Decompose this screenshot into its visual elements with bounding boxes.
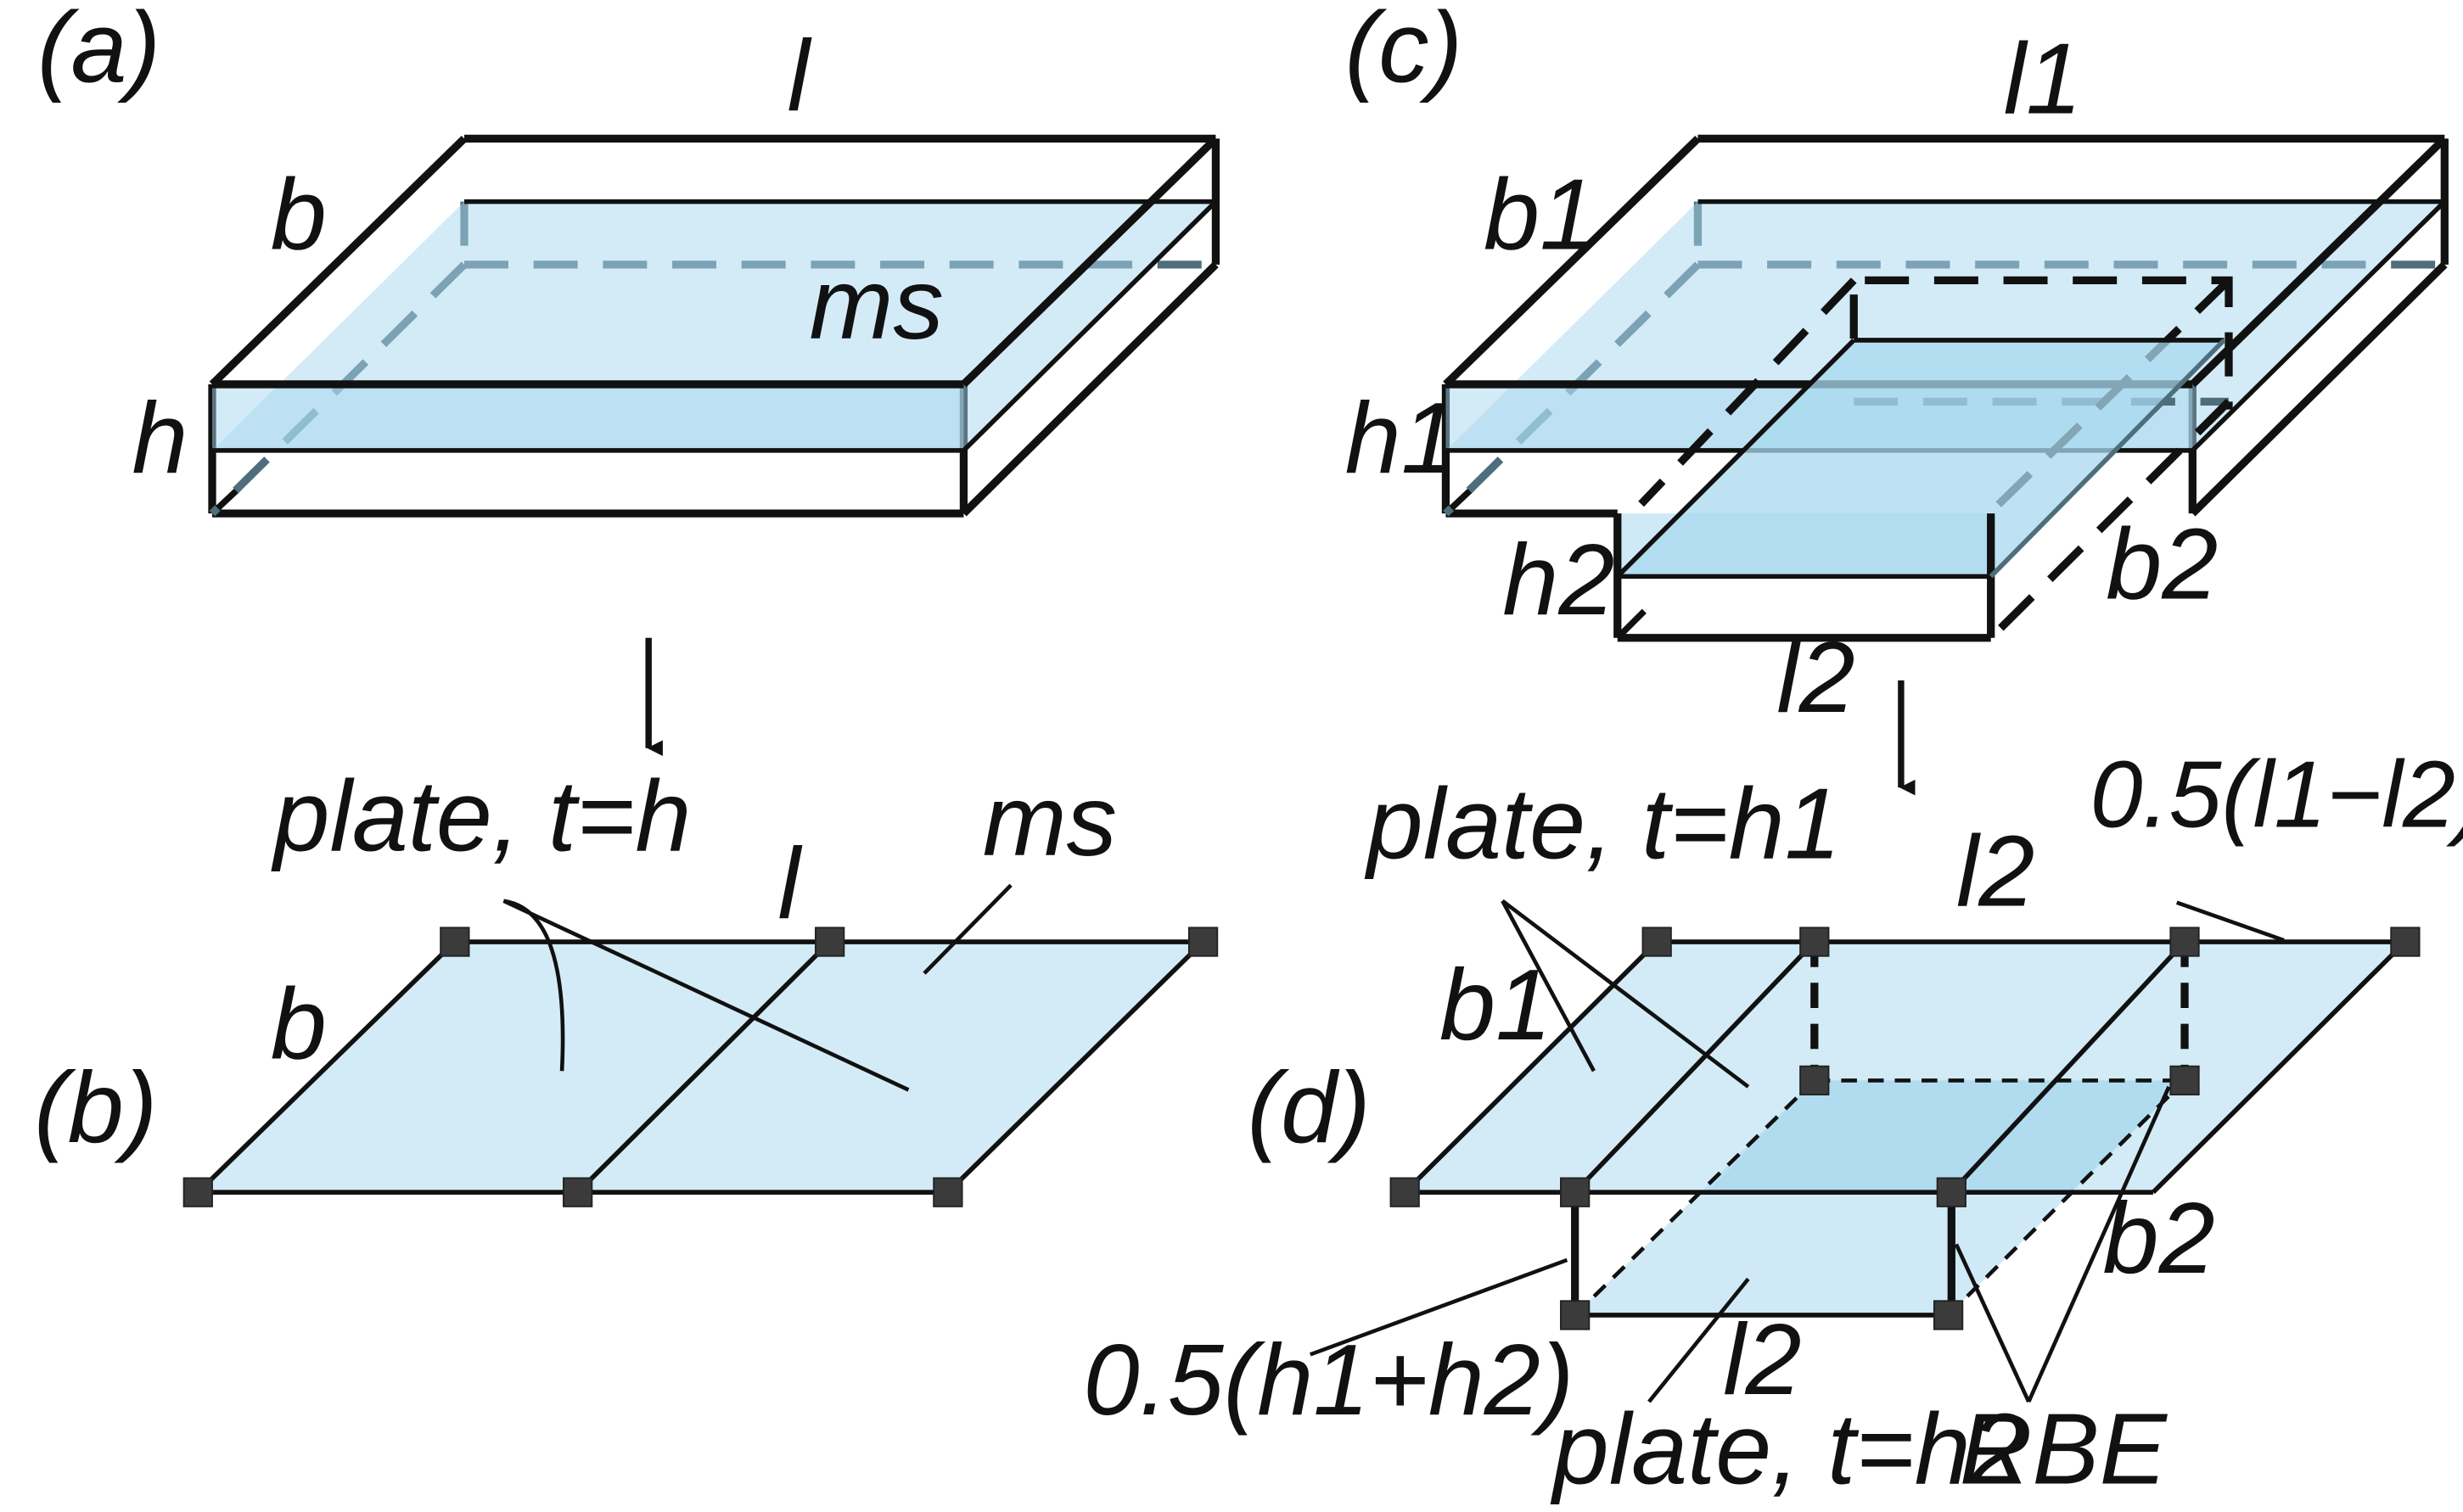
- nodes-b: [182, 927, 1219, 1207]
- width2-label-c: b2: [2106, 507, 2218, 620]
- node: [933, 1177, 963, 1207]
- height1-label-c: h1: [1345, 382, 1457, 495]
- width2-label-d: b2: [2103, 1182, 2215, 1295]
- midsurface-edges-a: [212, 199, 1218, 453]
- rbe-label-d: RBE: [1960, 1393, 2168, 1506]
- width-label-a: b: [271, 158, 327, 271]
- node: [2169, 927, 2200, 957]
- nodes-d: [1389, 927, 2421, 1330]
- node: [1389, 1177, 1420, 1207]
- node: [563, 1177, 593, 1207]
- plate1-label-d: plate, t=h1: [1365, 768, 1841, 881]
- width-label-b: b: [271, 967, 327, 1080]
- node: [1933, 1300, 1964, 1330]
- mesh-line-b: [575, 940, 832, 1195]
- node: [1560, 1177, 1591, 1207]
- rbe-links-hidden-d: [1810, 942, 2189, 1081]
- height-label-a: h: [132, 382, 188, 495]
- length2-bottom-label-d: l2: [1723, 1303, 1801, 1416]
- plate-edges-d: [1403, 939, 2407, 1318]
- length2-top-label-d: l2: [1956, 815, 2034, 927]
- leader-lines-d: [1310, 899, 2285, 1403]
- node: [440, 927, 470, 957]
- offset-label-d: 0.5(l1−l2): [2090, 742, 2463, 848]
- overlap-region-d: [1707, 1080, 2185, 1193]
- rbe-links-d: [1571, 1192, 1955, 1315]
- node: [1187, 927, 1219, 957]
- box-c-lower: [1613, 338, 2226, 642]
- node: [1641, 927, 1672, 957]
- panel-a-tag: (a): [37, 0, 160, 104]
- midsurface-front-a: [212, 384, 964, 451]
- node: [2390, 927, 2421, 957]
- length2-label-c: l2: [1776, 621, 1854, 734]
- leader-lines-b: [502, 883, 1013, 1092]
- node: [1936, 1177, 1966, 1207]
- panel-b-tag: (b): [34, 1051, 157, 1164]
- midsurface-front-c-lower: [1617, 513, 1991, 577]
- panel-a: (a) l b h ms: [37, 0, 1220, 518]
- node: [2169, 1065, 2200, 1096]
- rbe-length-label-d: 0.5(h1+h2): [1084, 1324, 1574, 1436]
- midsurface-label-a: ms: [810, 248, 944, 361]
- panel-d-tag: (d): [1248, 1051, 1371, 1164]
- hidden-edges-d: [1574, 1078, 2186, 1317]
- plate-shell-d-upper: [1405, 942, 2405, 1193]
- node: [815, 927, 845, 957]
- plate2-label-d: plate, t=h2: [1551, 1393, 2027, 1506]
- panel-c-tag: (c): [1345, 0, 1463, 104]
- length-label-a: l: [788, 20, 813, 132]
- length-label-b: l: [777, 827, 803, 940]
- length1-label-c: l1: [2004, 23, 2082, 136]
- width1-label-d: b1: [1439, 949, 1551, 1061]
- node: [182, 1177, 213, 1207]
- panel-b: (b) plate, t=h l b ms: [34, 759, 1219, 1207]
- width1-label-c: b1: [1484, 158, 1596, 271]
- node: [1560, 1300, 1591, 1330]
- height2-label-c: h2: [1502, 524, 1614, 636]
- panel-d: (d) plate, t=h1 l2 0.5(l1−l2) b1 b2 0.5(…: [1084, 742, 2463, 1506]
- node: [1799, 1065, 1830, 1096]
- node: [1799, 927, 1830, 957]
- panel-c: (c) l1 b1 h1 h2 b2 l2: [1345, 0, 2449, 734]
- midsurface-label-b: ms: [983, 764, 1117, 877]
- plate-label-b: plate, t=h: [271, 759, 691, 872]
